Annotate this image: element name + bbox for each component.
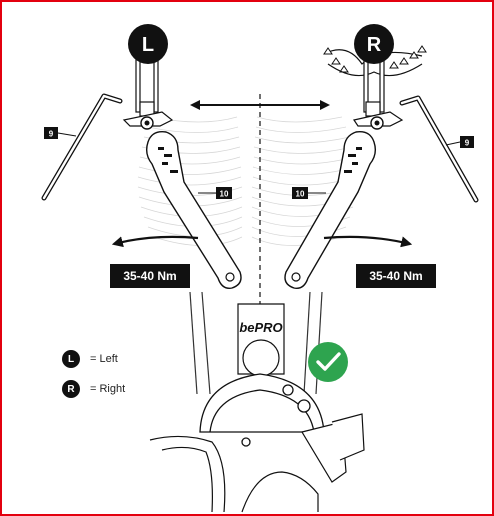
torque-label-left: 35-40 Nm (110, 264, 190, 288)
stand-base (199, 373, 325, 447)
svg-text:9: 9 (49, 130, 54, 139)
svg-text:L: L (142, 34, 154, 56)
pedal-holder: bePRO (237, 303, 285, 377)
hex-key-right (399, 95, 479, 203)
svg-text:35-40 Nm: 35-40 Nm (123, 269, 176, 283)
callout-wrench-left: 10 (198, 187, 232, 199)
svg-text:10: 10 (220, 190, 229, 199)
svg-text:9: 9 (465, 139, 470, 148)
legend-item-left: L = Left (62, 350, 118, 368)
svg-text:35-40 Nm: 35-40 Nm (369, 269, 422, 283)
right-crank-assembly (323, 45, 427, 130)
bike-frame-tubes (189, 291, 323, 395)
right-badge: R (354, 24, 394, 64)
legend-text-left: = Left (90, 353, 118, 365)
legend-text-right: = Right (90, 383, 126, 395)
left-pedal-assembly (122, 49, 174, 130)
legend-item-right: R = Right (62, 380, 125, 398)
bike-fork-detail (149, 413, 365, 513)
legend-badge-left: L (62, 350, 80, 368)
brand-logo: bePRO (239, 320, 282, 335)
callout-wrench-right: 10 (292, 187, 326, 199)
rotation-arrow-left (111, 235, 199, 248)
crank-wrench-left (145, 131, 242, 289)
svg-text:R: R (367, 34, 382, 56)
hex-key-left-inner (42, 94, 122, 200)
left-badge: L (128, 24, 168, 64)
torque-label-right: 35-40 Nm (356, 264, 436, 288)
hex-key-right-inner (400, 96, 478, 202)
callout-hex-key-left: 9 (44, 127, 77, 139)
svg-text:10: 10 (296, 190, 305, 199)
legend-badge-right: R (62, 380, 80, 398)
crank-wrench-right (284, 131, 377, 289)
success-check-icon (308, 342, 348, 382)
rotation-arrow-right (323, 235, 413, 248)
hex-key-left (41, 93, 123, 201)
callout-hex-key-right: 9 (445, 136, 474, 148)
